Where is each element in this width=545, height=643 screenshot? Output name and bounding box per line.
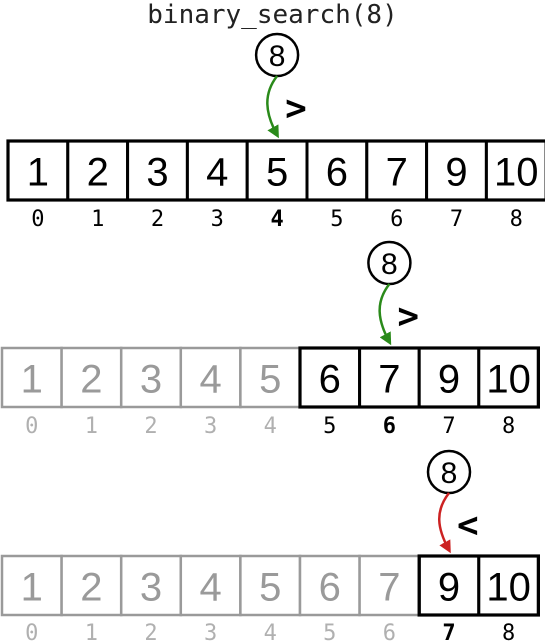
array-cell <box>179 346 242 409</box>
cell-value: 4 <box>199 358 221 402</box>
cell-value: 5 <box>259 566 281 610</box>
array-cell <box>119 554 183 617</box>
array-cell <box>477 554 540 617</box>
index-label: 8 <box>502 414 515 439</box>
cell-value: 3 <box>146 151 168 195</box>
index-label: 1 <box>85 414 98 439</box>
index-label: 0 <box>31 207 44 232</box>
array-cell <box>60 554 123 617</box>
cell-value: 9 <box>438 358 460 402</box>
cell-value: 7 <box>378 358 400 402</box>
cell-value: 9 <box>445 151 467 195</box>
index-label: 5 <box>323 414 336 439</box>
index-label: 2 <box>144 414 157 439</box>
index-label: 8 <box>510 207 523 232</box>
greater-arrow <box>266 75 279 139</box>
array-cell <box>298 554 361 617</box>
cell-value: 9 <box>438 566 460 610</box>
cell-value: 1 <box>21 358 43 402</box>
array-cell <box>179 554 242 617</box>
cell-value: 3 <box>140 566 162 610</box>
array-cell <box>239 346 302 409</box>
active-range-outline <box>6 139 545 202</box>
mid-index-label: 7 <box>442 621 455 643</box>
comparison-symbol: < <box>457 505 479 546</box>
index-label: 5 <box>323 621 336 643</box>
target-value: 8 <box>269 40 286 73</box>
array-cell <box>126 139 189 202</box>
index-label: 2 <box>151 207 164 232</box>
target-value: 8 <box>381 248 398 281</box>
index-label: 6 <box>390 207 403 232</box>
array-cell <box>417 346 481 409</box>
array-cell <box>239 554 302 617</box>
cell-value: 10 <box>486 566 531 610</box>
index-label: 1 <box>85 621 98 643</box>
title: binary_search(8) <box>147 0 398 30</box>
cell-value: 6 <box>326 151 348 195</box>
index-label: 3 <box>204 621 217 643</box>
index-label: 0 <box>25 414 38 439</box>
index-label: 0 <box>25 621 38 643</box>
cell-value: 5 <box>259 358 281 402</box>
cell-value: 2 <box>80 566 102 610</box>
cell-value: 7 <box>386 151 408 195</box>
cell-value: 6 <box>319 358 341 402</box>
cell-value: 1 <box>21 566 43 610</box>
cell-value: 4 <box>199 566 221 610</box>
index-label: 5 <box>330 207 343 232</box>
comparison-symbol: > <box>285 88 307 129</box>
index-label: 3 <box>204 414 217 439</box>
array-cell <box>0 346 63 409</box>
active-range-outline <box>417 554 541 617</box>
cell-value: 10 <box>494 151 539 195</box>
cell-value: 7 <box>378 566 400 610</box>
index-label: 1 <box>91 207 104 232</box>
array-cell <box>6 139 70 202</box>
cell-value: 6 <box>319 566 341 610</box>
array-cell <box>0 554 63 617</box>
cell-value: 5 <box>266 151 288 195</box>
index-label: 2 <box>144 621 157 643</box>
mid-index-label: 4 <box>270 207 283 232</box>
index-label: 4 <box>264 414 277 439</box>
cell-value: 2 <box>80 358 102 402</box>
comparison-symbol: > <box>397 296 419 337</box>
index-label: 7 <box>450 207 463 232</box>
less-arrow <box>438 492 451 554</box>
index-label: 6 <box>383 621 396 643</box>
greater-arrow <box>378 283 392 346</box>
active-range-outline <box>298 346 540 409</box>
cell-value: 2 <box>87 151 109 195</box>
index-label: 8 <box>502 621 515 643</box>
cell-value: 1 <box>27 151 49 195</box>
index-label: 7 <box>442 414 455 439</box>
mid-index-label: 6 <box>383 414 396 439</box>
cell-value: 10 <box>486 358 531 402</box>
array-cell <box>358 346 421 409</box>
index-label: 4 <box>264 621 277 643</box>
cell-value: 3 <box>140 358 162 402</box>
cell-value: 4 <box>206 151 228 195</box>
target-value: 8 <box>441 457 458 490</box>
index-label: 3 <box>211 207 224 232</box>
array-cell <box>119 346 183 409</box>
